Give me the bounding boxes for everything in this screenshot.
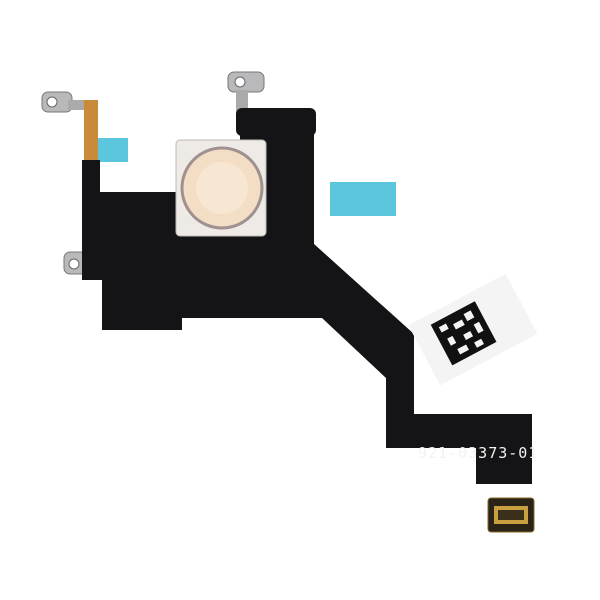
metal-bracket-top: [227, 71, 265, 114]
flash-module: [175, 139, 267, 237]
stiffener-tab-right: [330, 182, 396, 216]
barcode-sticker: [408, 273, 538, 386]
metal-bracket-top-left: [41, 91, 90, 113]
part-number-label: 921-03373-01: [418, 444, 538, 462]
stiffener-tab-left: [98, 138, 128, 162]
datamatrix-code: [430, 301, 497, 366]
orange-flex-strip: [84, 100, 98, 164]
board-connector: [487, 497, 535, 533]
flex-strip-top: [236, 108, 316, 136]
